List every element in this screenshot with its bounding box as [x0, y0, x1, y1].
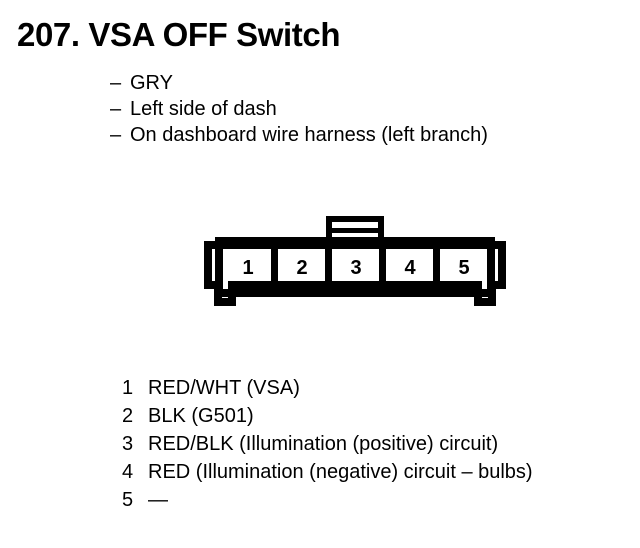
description-item-label: GRY [130, 72, 173, 94]
connector-pin-number-4: 4 [404, 257, 416, 279]
pin-legend-row: 2 BLK (G501) [122, 402, 533, 430]
pin-legend-wire: RED/WHT (VSA) [148, 377, 300, 399]
description-list: – GRY – Left side of dash – On dashboard… [110, 70, 488, 148]
description-item-label: Left side of dash [130, 98, 277, 120]
connector-pin-number-2: 2 [296, 257, 307, 279]
pin-legend-number: 5 [122, 489, 134, 511]
pin-legend-row: 3 RED/BLK (Illumination (positive) circu… [122, 430, 533, 458]
connector-diagram: 1 2 3 4 5 [204, 216, 506, 306]
dash-bullet-icon: – [110, 124, 122, 146]
pin-legend-wire: RED/BLK (Illumination (positive) circuit… [148, 433, 499, 455]
connector-pin-number-5: 5 [458, 257, 469, 279]
description-item: – GRY [110, 70, 488, 96]
pin-legend-list: 1 RED/WHT (VSA) 2 BLK (G501) 3 RED/BLK (… [122, 374, 533, 514]
dash-bullet-icon: – [110, 98, 122, 120]
connector-shell-outline [204, 241, 506, 306]
pin-legend-number: 4 [122, 461, 134, 483]
pin-legend-wire: — [148, 489, 168, 511]
pin-legend-wire: BLK (G501) [148, 405, 254, 427]
description-item-label: On dashboard wire harness (left branch) [130, 124, 488, 146]
page-title: 207. VSA OFF Switch [17, 16, 341, 53]
pin-legend-number: 1 [122, 377, 134, 399]
pin-legend-wire: RED (Illumination (negative) circuit – b… [148, 461, 533, 483]
description-item: – Left side of dash [110, 96, 488, 122]
connector-pin-number-3: 3 [350, 257, 361, 279]
pin-legend-number: 3 [122, 433, 134, 455]
connector-pin-block [215, 237, 495, 297]
pin-legend-row: 5 — [122, 486, 533, 514]
pin-legend-row: 1 RED/WHT (VSA) [122, 374, 533, 402]
dash-bullet-icon: – [110, 72, 122, 94]
description-item: – On dashboard wire harness (left branch… [110, 122, 488, 148]
connector-pin-number-1: 1 [242, 257, 253, 279]
pin-legend-row: 4 RED (Illumination (negative) circuit –… [122, 458, 533, 486]
pin-legend-number: 2 [122, 405, 134, 427]
connector-cell-dividers [271, 245, 440, 289]
